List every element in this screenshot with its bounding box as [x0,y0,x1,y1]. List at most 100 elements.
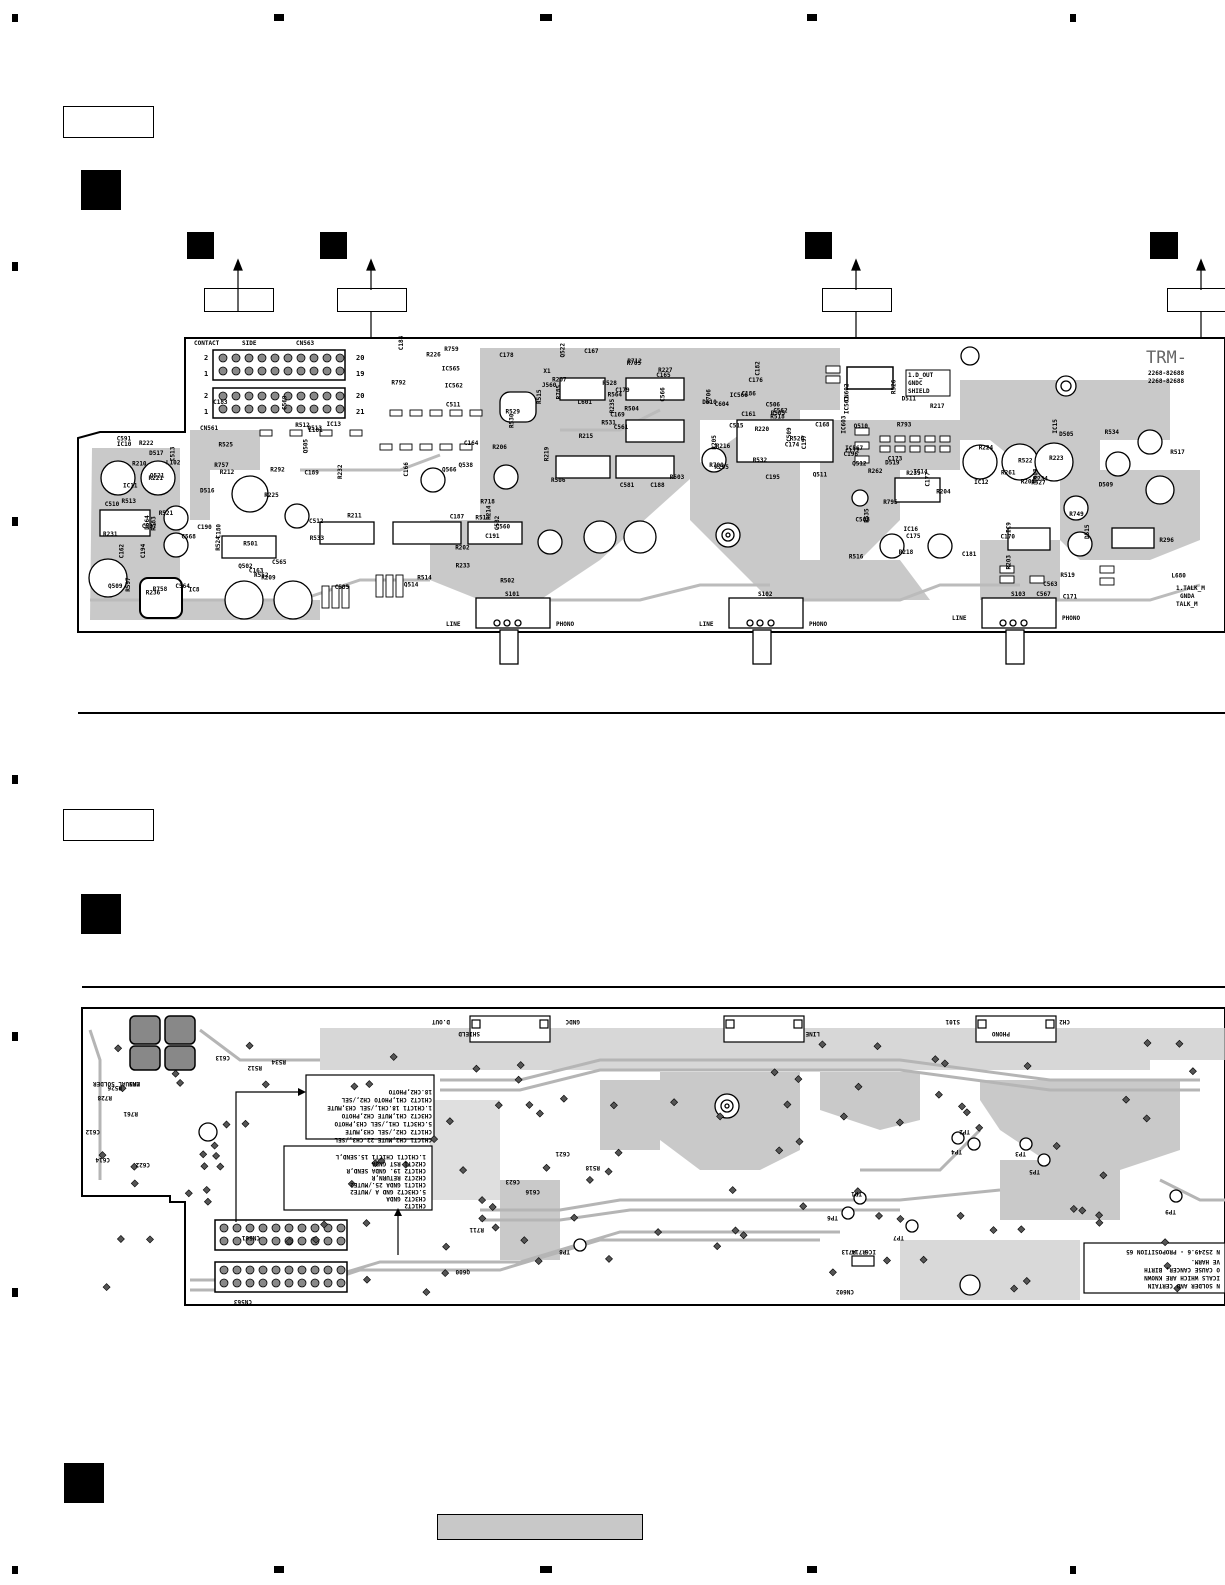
part-label: C509 [786,427,793,442]
part-label: R700 [709,462,724,469]
part-label: D517 [149,450,164,457]
part-label: R262 [868,468,883,475]
crystal-x1 [499,391,537,423]
part-label: R239 [906,470,921,477]
part-label: R795 [883,499,898,506]
part-label: C568 [181,533,196,540]
part-label: R520 [790,435,805,442]
section-marker [81,894,121,934]
switch-right-label: PHONO [1062,615,1080,622]
registration-mark [12,1032,18,1041]
part-label: CN602 [843,383,850,401]
switch-ref: S103 [1011,591,1026,598]
part-label: R757 [214,462,229,469]
connector-label-box [337,288,407,312]
part-label: C168 [815,422,830,429]
part-label: L601 [578,399,593,406]
callout-text: SHIELD [908,388,930,395]
connector-label-box [204,288,274,312]
part-label: R533 [310,535,325,542]
part-label: R532 [753,457,768,464]
part-label: R513 [122,498,137,505]
part-label: C560 [496,523,511,530]
part-label: Q566 [442,467,457,474]
part-label: D519 [885,460,900,467]
capacitors [88,429,1175,620]
switch-right-label: PHONO [556,621,574,628]
pin-number: 20 [356,392,364,400]
part-label: L101 [308,427,323,434]
part-label: R236 [146,590,161,597]
part-label: R222 [139,440,154,447]
part-label: C179 [615,387,630,394]
part-label: R524 [215,536,222,551]
connector-cn561 [212,387,346,419]
part-label: IC565 [442,366,460,373]
part-label: IC16 [904,526,919,533]
part-label: R531 [601,419,616,426]
part-label: Q502 [238,563,253,570]
part-label: C180 [215,524,222,539]
registration-mark [12,14,18,22]
part-label: IC562 [445,383,463,390]
part-label: R705 [627,360,642,367]
part-label: R516 [849,553,864,560]
switch-ref: S101 [505,591,520,598]
part-label: R712 [627,358,642,365]
part-label: C191 [485,533,500,540]
registration-mark [274,1566,284,1573]
part-label: C165 [656,372,671,379]
part-label: IC12 [974,479,989,486]
part-label: R758 [153,586,168,593]
part-label: R223 [1049,455,1064,462]
part-label: C508 [855,516,870,523]
callout-text: 1.D_OUT [908,372,934,379]
part-label: IC561 [844,396,851,414]
part-label: R518 [770,414,785,421]
registration-mark [12,262,18,271]
divider [78,712,1225,714]
part-label: C164 [464,440,479,447]
part-label: R527 [1031,479,1046,486]
part-label: Q510 [854,423,869,430]
part-label: C174 [785,442,800,449]
part-label: R212 [220,469,235,476]
part-label: L680 [1171,572,1186,579]
registration-mark [807,14,817,21]
part-label: X1 [543,368,551,375]
part-label: R503 [670,474,685,481]
part-label: Q509 [108,583,123,590]
registration-mark [12,775,18,784]
registration-mark [12,1566,18,1574]
section-label-box [63,809,154,841]
part-label: R530 [509,413,516,428]
divider [82,986,1225,988]
part-label: R511 [475,515,490,522]
connector-label-box [822,288,892,312]
part-label: R792 [391,380,406,387]
part-label: C176 [748,377,763,384]
part-label: C177 [924,472,931,487]
part-label: C581 [620,482,635,489]
part-label: IC567 [845,445,863,452]
part-label: R522 [1018,458,1033,465]
part-label: IC15 [1052,419,1059,434]
part-label: C183 [213,399,228,406]
part-label: R209 [261,575,276,582]
part-label: IC8 [189,587,200,594]
part-label: D516 [200,488,215,495]
mounting-holes [715,346,1077,548]
part-label: C510 [105,501,120,508]
part-label: C167 [584,348,599,355]
pin-number: 19 [356,370,364,378]
part-label: C563 [1043,581,1058,588]
part-label: Q511 [813,472,828,479]
connector-cn602 [846,366,894,390]
part-label: C175 [906,533,921,540]
registration-mark [807,1566,817,1573]
part-label: R221 [149,475,164,482]
registration-mark [540,14,552,21]
part-label: C197 [801,435,808,450]
registration-mark [12,1288,18,1297]
part-label: R233 [456,563,471,570]
